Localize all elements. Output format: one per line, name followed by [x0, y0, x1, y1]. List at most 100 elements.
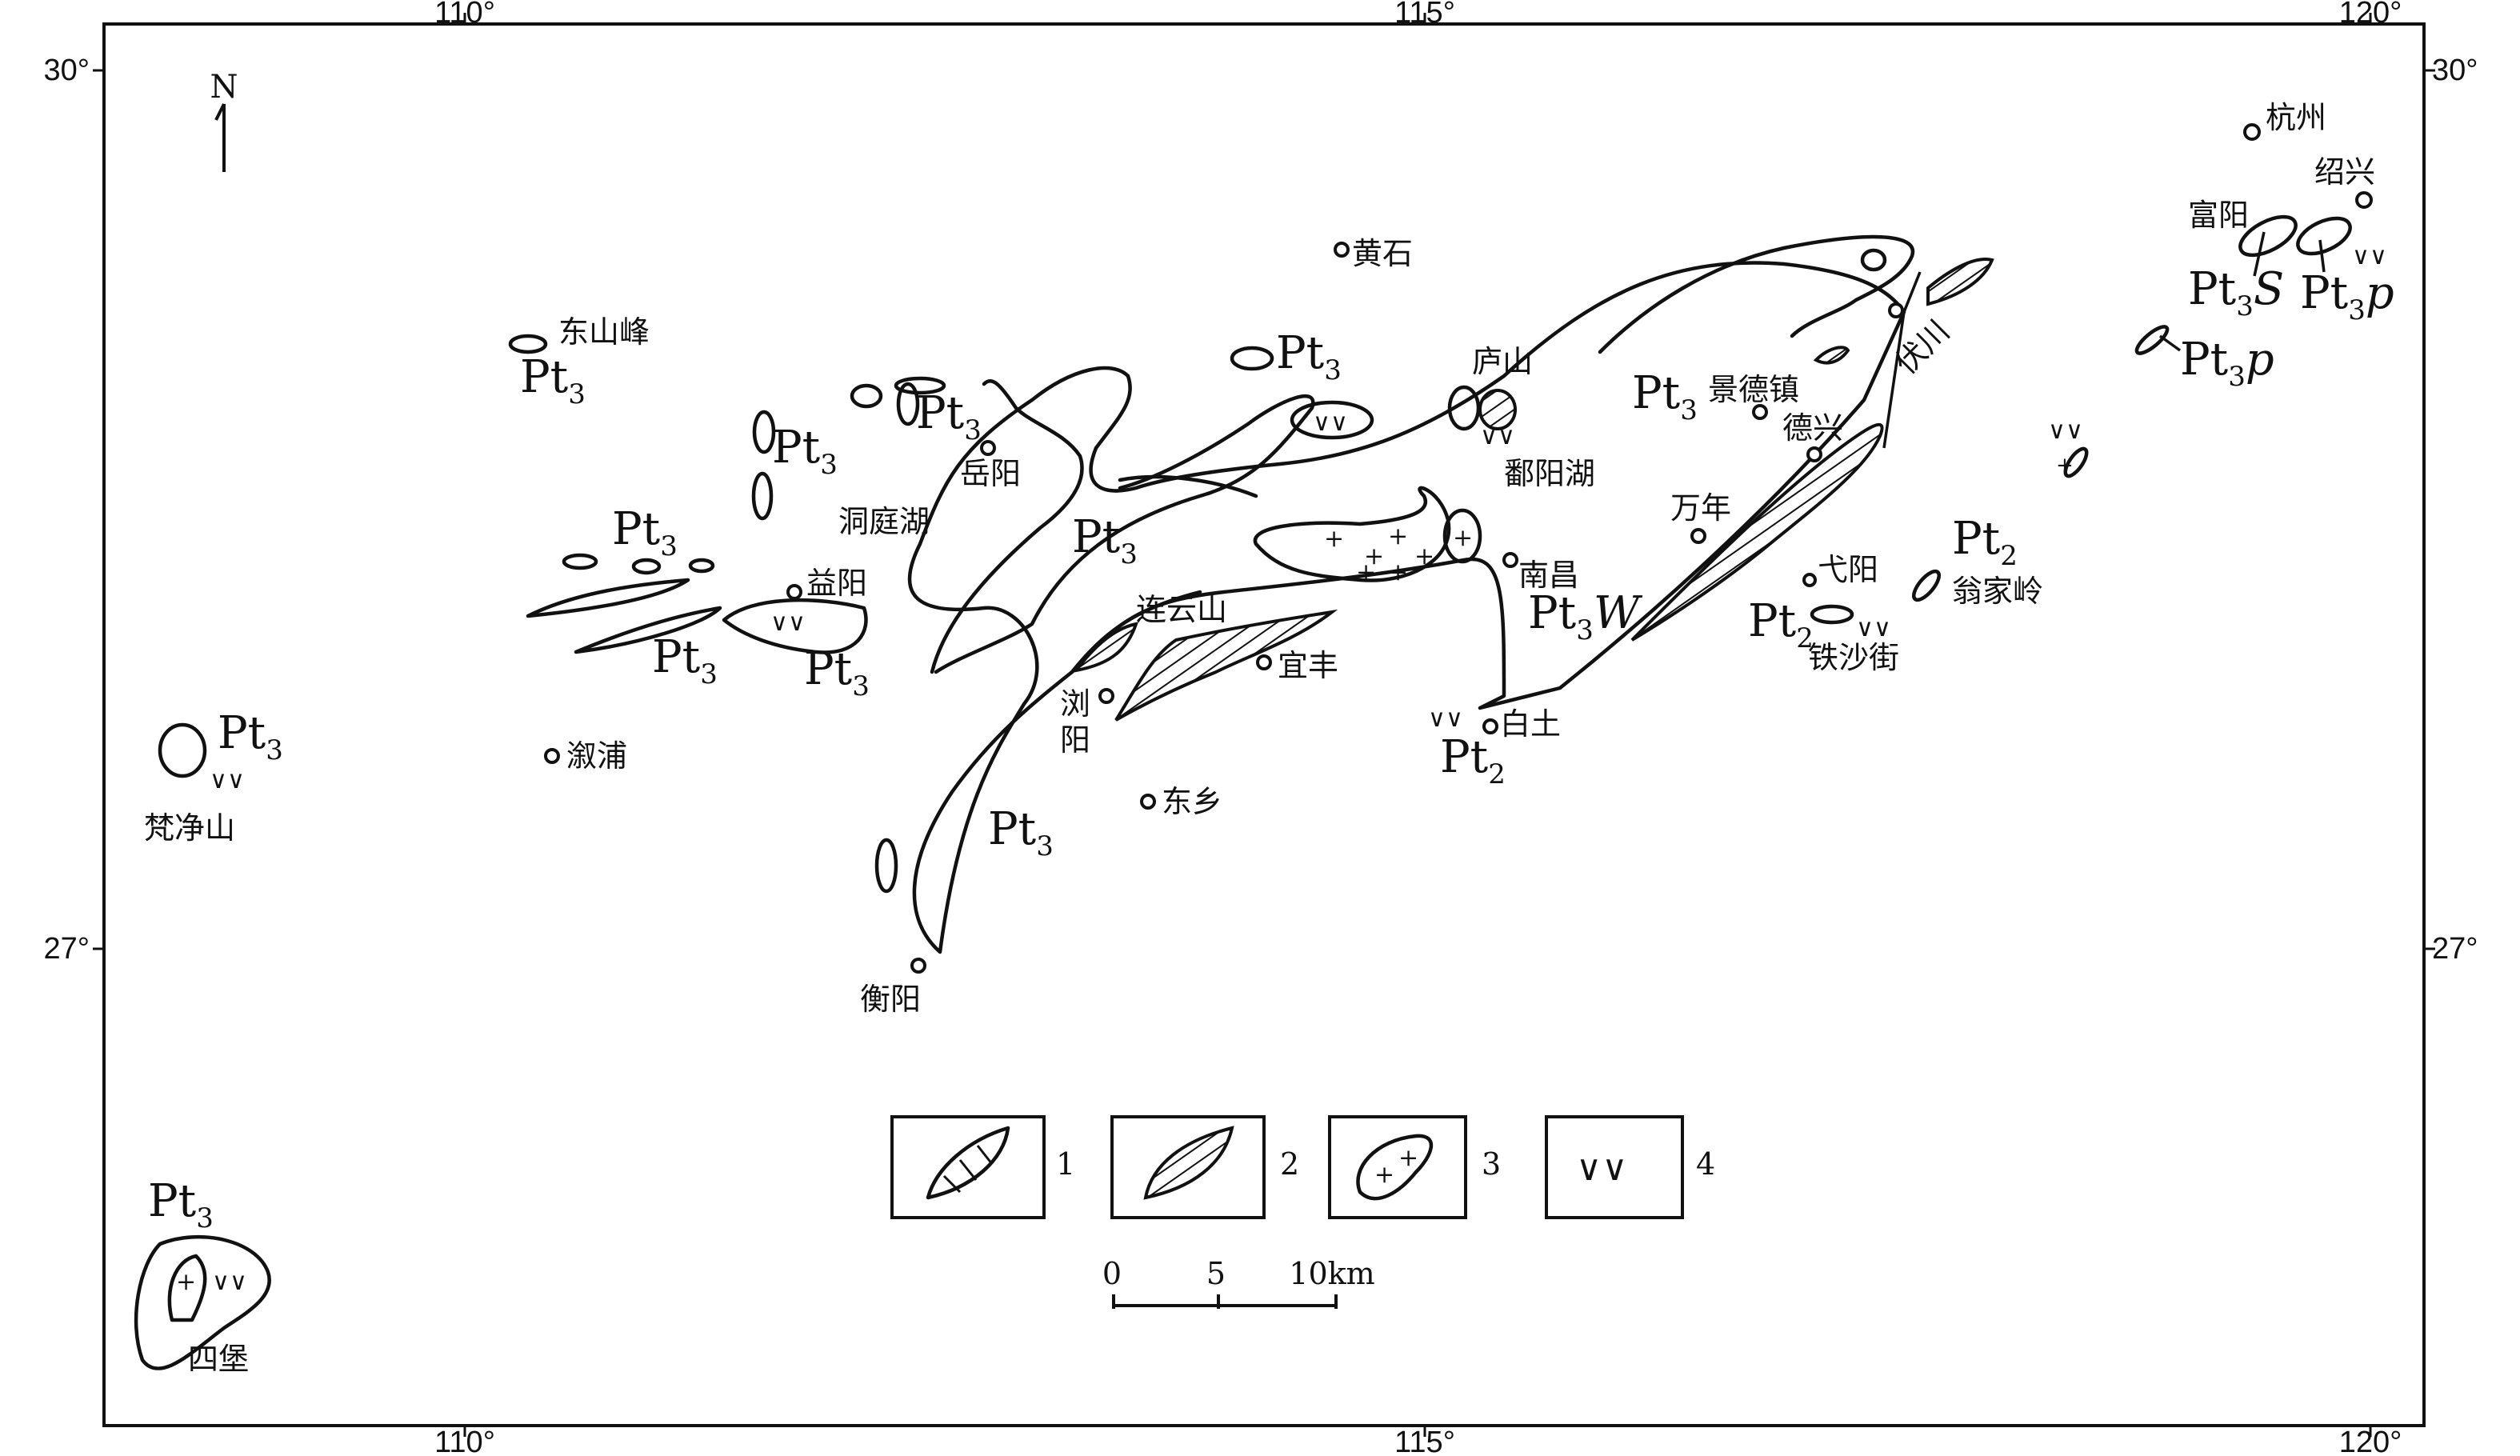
unit-label-pt3p-shaoxing: Pt3p: [2300, 267, 2394, 326]
town-dexing: [1806, 446, 1822, 462]
hatched-lens-lianyun: [1072, 622, 1138, 673]
unit-label-pt3-jingdezhen: Pt3: [1632, 367, 1698, 426]
unit-label-pt3-yueyang: Pt3: [916, 387, 982, 446]
pt2-body-ne: [2063, 446, 2089, 478]
ne-lobe-islet: [1860, 248, 1887, 272]
town-yifeng: [1256, 654, 1272, 670]
bottom-lon-label-120: 120°: [2339, 1426, 2402, 1456]
place-lushan: 庐山: [1472, 344, 1533, 379]
svg-text:Pt3: Pt3: [520, 351, 586, 410]
town-jingdezhen: [1752, 404, 1768, 420]
town-yueyang: [980, 440, 996, 456]
unit-label-pt3-yiyang-s: Pt3: [652, 631, 718, 690]
north-arrow-label: N: [210, 69, 238, 106]
town-nanchang: [1502, 552, 1518, 568]
svg-text:∨∨: ∨∨: [212, 1268, 247, 1296]
top-lon-label-120: 120°: [2339, 0, 2402, 30]
legend-label-2: 2: [1280, 1146, 1299, 1182]
svg-text:+: +: [1388, 522, 1408, 550]
hatched-belt-south: [1114, 609, 1338, 722]
pt3-body-f: [562, 553, 598, 570]
pt3p-s-leader: [2158, 334, 2182, 352]
lushan-body-b: [1478, 389, 1517, 430]
fuyang-leader: [2253, 231, 2266, 277]
shaoxing-leader: [2318, 239, 2326, 273]
scale-tick-5: 5: [1206, 1256, 1226, 1291]
svg-text:Pt2: Pt2: [1952, 513, 2018, 572]
town-hangzhou: [2243, 123, 2261, 141]
svg-text:Pt3: Pt3: [218, 707, 283, 766]
svg-text:Pt3: Pt3: [1276, 327, 1342, 386]
town-liuyang: [1098, 688, 1114, 704]
place-yiyang-hn: 益阳: [806, 566, 867, 601]
place-liuyang-b: 阳: [1060, 722, 1090, 758]
place-dongshanfeng: 东山峰: [558, 314, 650, 350]
svg-text:+: +: [1453, 524, 1473, 552]
sibao-inner: [167, 1254, 207, 1322]
town-hengyang: [910, 958, 926, 974]
fault-fuchuan: [1882, 271, 1922, 449]
place-huangshi: 黄石: [1352, 236, 1413, 271]
ne-lobe: [1598, 234, 1915, 354]
place-hengyang: 衡阳: [860, 982, 921, 1017]
pt3-body-yiyang-e: [722, 598, 868, 654]
svg-text:∨∨: ∨∨: [1480, 422, 1515, 450]
unit-label-pt3-yiyang-e: Pt3: [804, 643, 870, 702]
svg-text:Pt3: Pt3: [612, 503, 678, 562]
place-yifeng: 宜丰: [1278, 648, 1338, 683]
svg-text:Pt3: Pt3: [1072, 511, 1138, 570]
left-lat-label-27: 27°: [44, 932, 90, 966]
svg-text:+: +: [1388, 558, 1408, 586]
svg-text:+: +: [1398, 1144, 1418, 1172]
legend-box-3: [1328, 1115, 1467, 1219]
place-jingdezhen: 景德镇: [1708, 372, 1799, 407]
legend-symbol-2: [1143, 1126, 1234, 1200]
place-yiyang-jx: 弋阳: [1818, 552, 1878, 587]
pt3-body-fanjingshan: [158, 722, 207, 778]
pt3-body-dongshanfeng: [508, 334, 548, 354]
legend-symbol-1: [926, 1126, 1010, 1200]
lushan-body-a: [1447, 385, 1481, 431]
svg-text:∨∨: ∨∨: [1313, 409, 1348, 437]
scale-tick-10km: 10km: [1289, 1256, 1374, 1291]
pt2-body-tieshajie: [1810, 604, 1854, 625]
place-fanjingshan: 梵净山: [144, 810, 235, 846]
map-frame: [102, 22, 2426, 1427]
left-lat-label-30: 30°: [44, 54, 90, 87]
granite-body-nanchang: [1253, 486, 1451, 582]
place-dexing: 德兴: [1782, 410, 1843, 446]
place-dongxiang: 东乡: [1162, 784, 1222, 819]
unit-label-pt3-sibao: Pt3: [148, 1175, 214, 1234]
svg-text:+: +: [1374, 1161, 1394, 1189]
svg-text:Pt3: Pt3: [804, 643, 870, 702]
svg-text:Pt2: Pt2: [1440, 731, 1506, 790]
legend-label-4: 4: [1696, 1146, 1715, 1182]
unit-label-pt2-tieshajie: Pt2: [1748, 595, 1814, 654]
unit-label-pt3-huangshi: Pt3: [1276, 327, 1342, 386]
pt2-body-wengjialing: [1912, 569, 1941, 602]
granite-body-small: [1442, 508, 1482, 564]
pt3-body-d: [752, 410, 776, 454]
volcanic-symbols: ∨∨ ∨∨ ∨∨ ∨∨ ∨∨ ∨∨ ∨∨ ∨∨ ∨∨: [210, 242, 2387, 1296]
legend: 1 2 + + 3 ∨∨ 4: [890, 1115, 1715, 1219]
pt3-body-e: [751, 471, 774, 521]
svg-text:Pt3: Pt3: [772, 422, 838, 481]
granite-symbols: + + + + + + + + +: [176, 454, 2074, 1296]
pt3p-body-shaoxing: [2296, 216, 2352, 256]
legend-box-4: [1545, 1115, 1684, 1219]
unit-label-pt3-yiyang-n: Pt3: [612, 503, 678, 562]
pt3-body-a: [850, 383, 883, 409]
town-wannian: [1690, 528, 1706, 544]
top-lon-label-115: 115°: [1394, 0, 1455, 30]
pt3-body-yiyang-w: [526, 578, 690, 618]
svg-text:∨∨: ∨∨: [210, 766, 245, 794]
town-yiyang-hn: [786, 584, 802, 600]
place-wengjialing: 翁家岭: [1952, 574, 2043, 609]
svg-text:+: +: [1414, 542, 1434, 570]
pt3p-body-s: [2134, 325, 2170, 355]
right-lat-label-27: 27°: [2432, 932, 2478, 966]
place-poyanghu: 鄱阳湖: [1504, 456, 1595, 491]
legend-box-1: [890, 1115, 1046, 1219]
unit-label-pt3-west-arm: Pt3: [1072, 511, 1138, 570]
